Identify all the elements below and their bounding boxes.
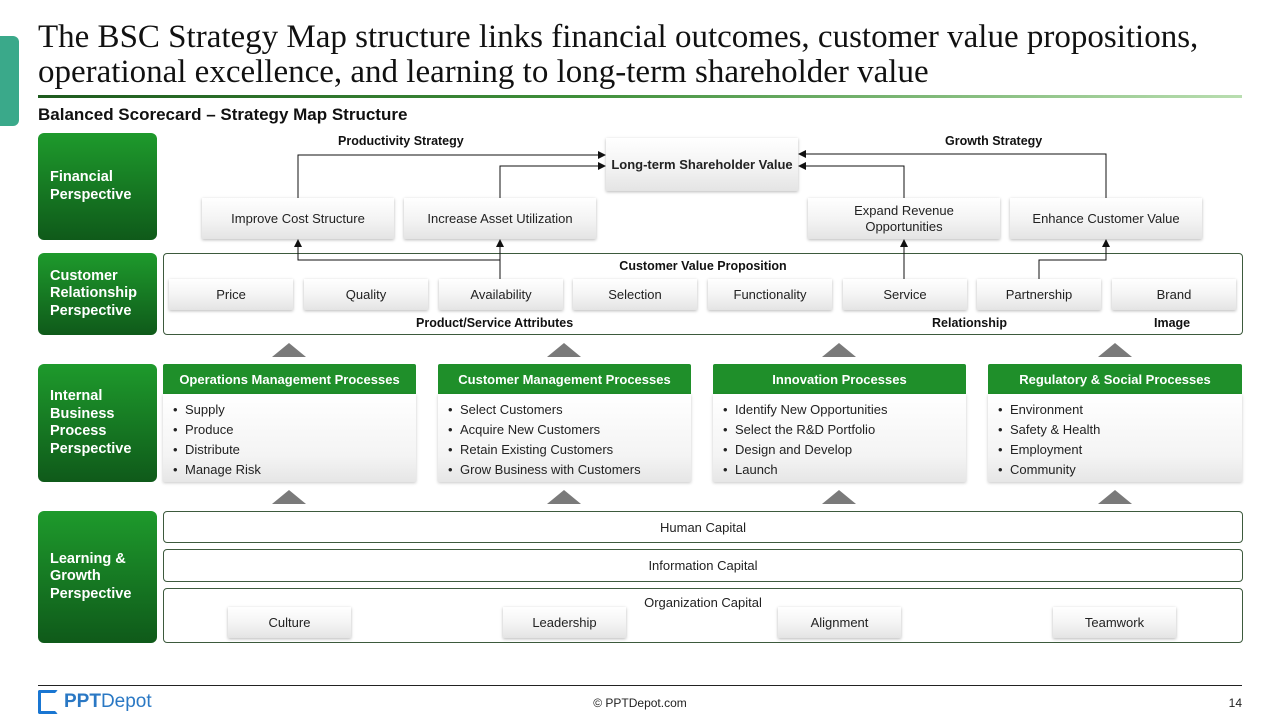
list-item: Identify New Opportunities	[723, 400, 966, 420]
human-capital-bar: Human Capital	[163, 511, 1243, 543]
list-item: Employment	[998, 440, 1242, 460]
logo-text-rest: Depot	[100, 691, 152, 712]
perspective-internal: Internal Business Process Perspective	[38, 364, 157, 482]
perspective-financial-label: Financial Perspective	[50, 169, 132, 203]
organization-capital-label: Organization Capital	[644, 595, 762, 610]
side-accent-bar	[0, 36, 19, 126]
up-triangle-icon	[1098, 343, 1132, 357]
pptdepot-logo-icon	[38, 690, 58, 714]
information-capital-bar: Information Capital	[163, 549, 1243, 582]
growth-strategy-label: Growth Strategy	[945, 134, 1043, 148]
org-item-leadership: Leadership	[503, 607, 626, 638]
arrow-asset-to-goal	[499, 162, 606, 198]
productivity-strategy-label: Productivity Strategy	[338, 134, 464, 148]
process-list-operations: Supply Produce Distribute Manage Risk	[163, 394, 416, 482]
up-triangle-icon	[547, 343, 581, 357]
process-header-regulatory-social: Regulatory & Social Processes	[988, 364, 1242, 394]
perspective-financial: Financial Perspective	[38, 133, 157, 240]
group-label-image: Image	[1154, 316, 1191, 330]
page-number: 14	[1228, 696, 1242, 710]
customer-value-proposition-header: Customer Value Proposition	[619, 259, 787, 273]
attribute-brand: Brand	[1112, 279, 1236, 310]
arrow-cost-to-goal	[297, 151, 606, 198]
org-item-teamwork: Teamwork	[1053, 607, 1176, 638]
copyright-text: © PPTDepot.com	[593, 696, 687, 710]
up-triangle-icon	[272, 490, 306, 504]
list-item: Acquire New Customers	[448, 420, 691, 440]
title-divider	[38, 95, 1242, 98]
list-item: Design and Develop	[723, 440, 966, 460]
pptdepot-logo: PPTDepot	[38, 690, 152, 714]
perspective-learning: Learning & Growth Perspective	[38, 511, 157, 643]
perspective-customer: Customer Relationship Perspective	[38, 253, 157, 335]
footer-divider	[38, 685, 1242, 686]
list-item: Environment	[998, 400, 1242, 420]
attribute-partnership: Partnership	[977, 279, 1101, 310]
group-label-product-service: Product/Service Attributes	[416, 316, 574, 330]
up-triangle-icon	[822, 490, 856, 504]
list-item: Select Customers	[448, 400, 691, 420]
list-item: Produce	[173, 420, 416, 440]
process-header-innovation: Innovation Processes	[713, 364, 966, 394]
financial-box-cost-structure: Improve Cost Structure	[202, 198, 394, 239]
list-item: Launch	[723, 460, 966, 480]
diagram-subtitle: Balanced Scorecard – Strategy Map Struct…	[38, 105, 408, 124]
process-header-customer-management: Customer Management Processes	[438, 364, 691, 394]
arrow-customer-value-to-goal	[798, 150, 1107, 198]
perspective-learning-label: Learning & Growth Perspective	[50, 550, 132, 602]
financial-box-revenue-opportunities: Expand Revenue Opportunities	[808, 198, 1000, 239]
page-title: The BSC Strategy Map structure links fin…	[38, 19, 1199, 90]
up-triangle-icon	[547, 490, 581, 504]
list-item: Supply	[173, 400, 416, 420]
attribute-quality: Quality	[304, 279, 428, 310]
list-item: Retain Existing Customers	[448, 440, 691, 460]
list-item: Select the R&D Portfolio	[723, 420, 966, 440]
process-list-innovation: Identify New Opportunities Select the R&…	[713, 394, 966, 482]
up-triangle-icon	[272, 343, 306, 357]
attribute-availability: Availability	[439, 279, 563, 310]
process-list-customer-management: Select Customers Acquire New Customers R…	[438, 394, 691, 482]
goal-shareholder-value: Long-term Shareholder Value	[606, 138, 798, 191]
group-label-relationship: Relationship	[932, 316, 1008, 330]
logo-text: PPTDepot	[64, 691, 152, 713]
financial-box-asset-utilization: Increase Asset Utilization	[404, 198, 596, 239]
financial-box-customer-value: Enhance Customer Value	[1010, 198, 1202, 239]
attribute-functionality: Functionality	[708, 279, 832, 310]
perspective-customer-label: Customer Relationship Perspective	[50, 267, 138, 319]
up-triangle-icon	[822, 343, 856, 357]
logo-text-bold: PPT	[64, 691, 101, 712]
attribute-service: Service	[843, 279, 967, 310]
attribute-price: Price	[169, 279, 293, 310]
process-header-operations: Operations Management Processes	[163, 364, 416, 394]
org-item-culture: Culture	[228, 607, 351, 638]
list-item: Manage Risk	[173, 460, 416, 480]
list-item: Grow Business with Customers	[448, 460, 691, 480]
arrow-availability-to-cost	[294, 239, 501, 279]
list-item: Community	[998, 460, 1242, 480]
org-item-alignment: Alignment	[778, 607, 901, 638]
attribute-selection: Selection	[573, 279, 697, 310]
process-list-regulatory-social: Environment Safety & Health Employment C…	[988, 394, 1242, 482]
perspective-internal-label: Internal Business Process Perspective	[50, 388, 132, 457]
arrow-partnership-to-customer-value	[1038, 239, 1110, 279]
up-triangle-icon	[1098, 490, 1132, 504]
list-item: Safety & Health	[998, 420, 1242, 440]
list-item: Distribute	[173, 440, 416, 460]
arrow-revenue-to-goal	[798, 162, 905, 198]
